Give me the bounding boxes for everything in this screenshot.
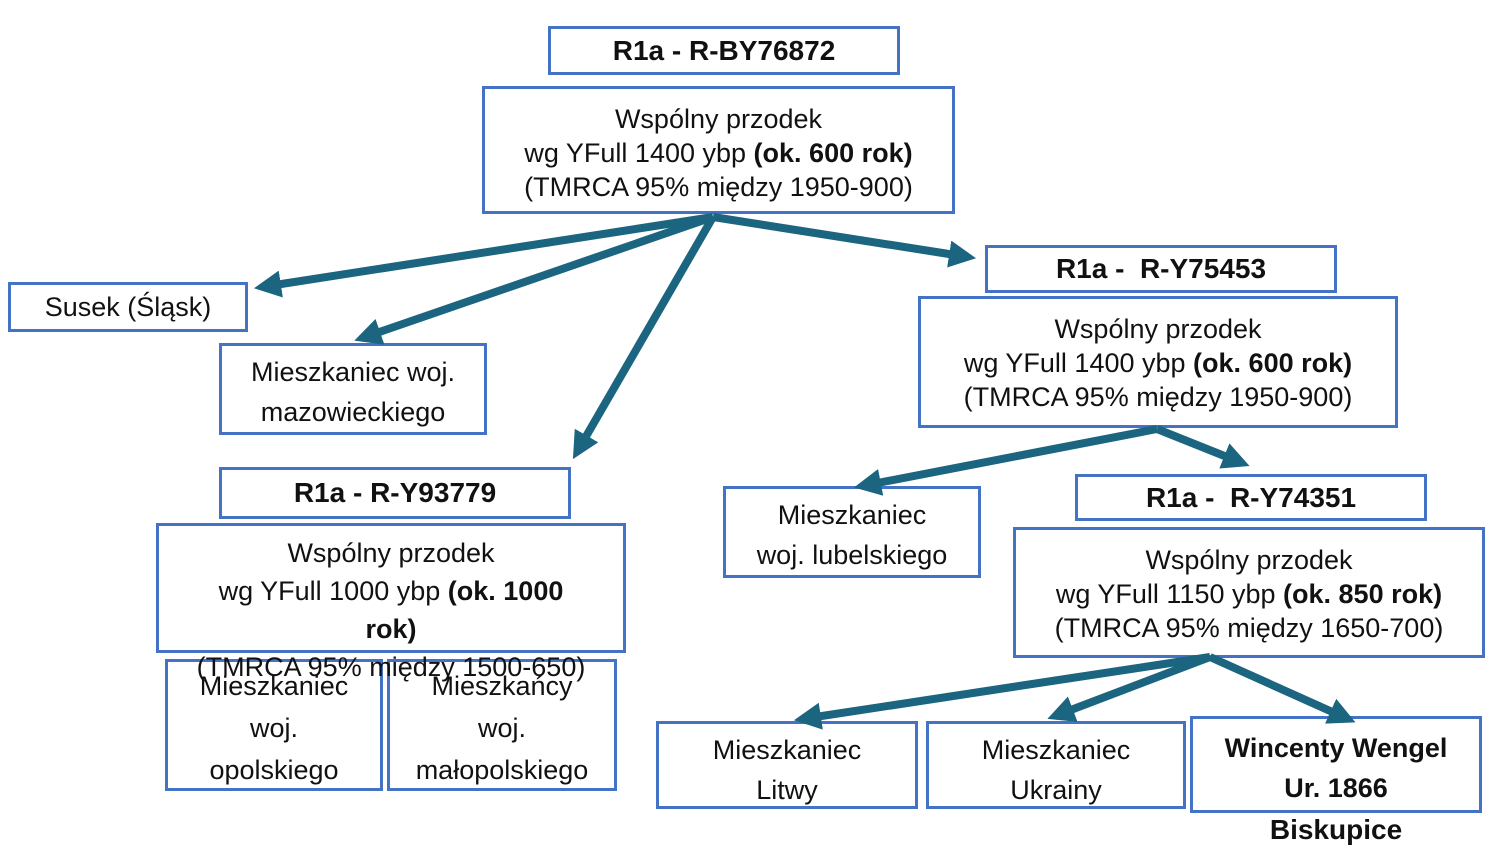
- detail-line: Wspólny przodek: [614, 104, 823, 134]
- node-susek: Susek (Śląsk): [8, 282, 248, 332]
- node-y74351-detail: Wspólny przodek wg YFull 1150 ybp (ok. 8…: [1013, 527, 1485, 658]
- arrow-y74351-to-wincenty: [1208, 653, 1356, 724]
- arrow-by76872-to-y93779: [572, 214, 717, 460]
- leaf-line: mazowieckiego: [260, 397, 446, 427]
- leaf-line: opolskiego: [209, 755, 339, 785]
- detail-line: Wspólny przodek: [287, 538, 495, 568]
- detail-line: (TMRCA 95% między 1950-900): [963, 382, 1353, 412]
- node-wincenty-overflow-label: Biskupice: [1269, 814, 1403, 845]
- node-opolskie: Mieszkaniec woj. opolskiego: [165, 659, 383, 791]
- arrow-y75453-to-y74351: [1155, 425, 1250, 469]
- detail-line: (TMRCA 95% między 1650-700): [1054, 613, 1444, 643]
- leaf-line: woj.: [249, 713, 298, 743]
- node-mazowieckie: Mieszkaniec woj. mazowieckiego: [219, 343, 487, 435]
- node-y75453-title: R1a - R-Y75453: [985, 245, 1337, 293]
- node-by76872-detail: Wspólny przodek wg YFull 1400 ybp (ok. 6…: [482, 86, 955, 214]
- node-y75453-detail: Wspólny przodek wg YFull 1400 ybp (ok. 6…: [918, 296, 1398, 428]
- leaf-line: Litwy: [756, 775, 818, 805]
- node-ukrainy: Mieszkaniec Ukrainy: [926, 721, 1186, 809]
- node-y74351-title: R1a - R-Y74351: [1075, 474, 1427, 521]
- leaf-line: woj.: [477, 713, 526, 743]
- node-litwy: Mieszkaniec Litwy: [656, 721, 918, 809]
- leaf-line: woj. lubelskiego: [756, 540, 948, 570]
- leaf-line: Mieszkaniec: [199, 671, 349, 701]
- detail-line: Wspólny przodek: [1054, 314, 1262, 344]
- leaf-line: Wincenty Wengel: [1224, 733, 1448, 763]
- detail-line: Wspólny przodek: [1145, 545, 1353, 575]
- leaf-line: Mieszkaniec: [777, 500, 927, 530]
- leaf-line: Mieszkaniec: [981, 735, 1131, 765]
- leaf-line: Ukrainy: [1010, 775, 1102, 805]
- node-y93779-detail: Wspólny przodek wg YFull 1000 ybp (ok. 1…: [156, 523, 626, 682]
- node-malopolskie: Mieszkańcy woj. małopolskiego: [387, 659, 617, 791]
- arrow-y74351-to-ukrainy: [1047, 653, 1212, 722]
- leaf-line: małopolskiego: [415, 755, 589, 785]
- leaf-line: Mieszkaniec woj.: [250, 357, 456, 387]
- arrow-by76872-to-y75453: [712, 213, 977, 268]
- detail-line-overflow: (TMRCA 95% między 1500-650): [196, 652, 586, 682]
- node-by76872-title: R1a - R-BY76872: [548, 26, 900, 75]
- leaf-line: Mieszkaniec: [712, 735, 862, 765]
- detail-line: (TMRCA 95% między 1950-900): [524, 172, 913, 202]
- node-lubelskie: Mieszkaniec woj. lubelskiego: [723, 486, 981, 578]
- node-wincenty: Wincenty Wengel Ur. 1866: [1190, 716, 1482, 813]
- leaf-line: Ur. 1866: [1284, 773, 1388, 803]
- detail-line: wg YFull 1400 ybp (ok. 600 rok): [524, 138, 913, 168]
- arrow-y74351-to-litwy: [793, 653, 1211, 730]
- node-y93779-title: R1a - R-Y93779: [219, 467, 571, 519]
- arrow-by76872-to-mazowieckie: [354, 213, 715, 345]
- arrow-by76872-to-susek: [253, 213, 714, 298]
- detail-line: wg YFull 1400 ybp (ok. 600 rok): [963, 348, 1353, 378]
- detail-line: wg YFull 1150 ybp (ok. 850 rok): [1055, 579, 1443, 609]
- leaf-line: Mieszkańcy: [431, 671, 573, 701]
- detail-line: rok): [365, 614, 417, 644]
- detail-line: wg YFull 1000 ybp (ok. 1000: [218, 576, 564, 606]
